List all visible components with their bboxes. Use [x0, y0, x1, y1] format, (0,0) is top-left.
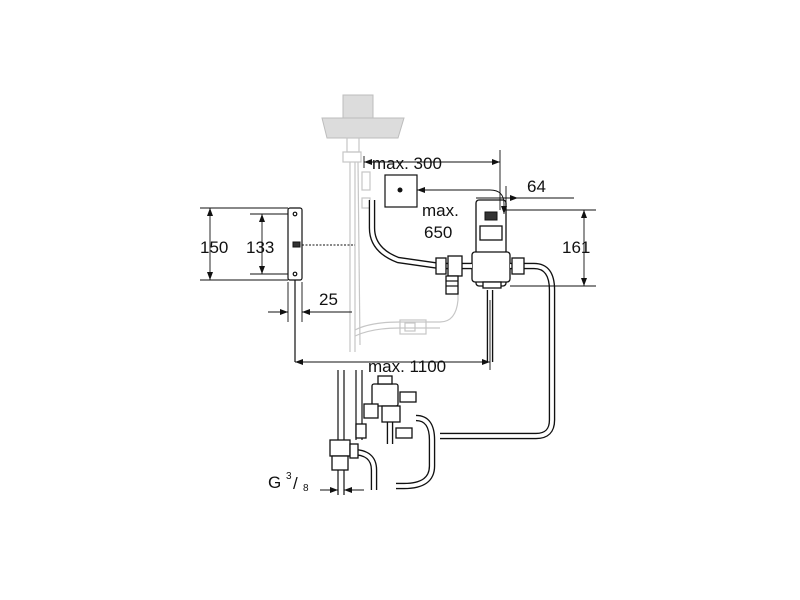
dim-133 [250, 213, 288, 275]
label-133: 133 [246, 238, 274, 257]
label-thread-numerator: 3 [286, 471, 292, 482]
angle-valves [329, 370, 417, 495]
wall-box-panel [287, 207, 355, 362]
label-max-650-line1: max. [422, 201, 459, 220]
basin-ghost [321, 94, 459, 352]
dim-150 [200, 207, 288, 281]
label-max-1100: max. 1100 [368, 357, 446, 376]
label-thread-prefix: G [268, 473, 281, 492]
hose-fittings [435, 255, 525, 295]
dim-max-650 [417, 187, 507, 214]
hose-pipes [351, 200, 556, 490]
sensor-box [384, 174, 418, 208]
label-161: 161 [562, 238, 590, 257]
dim-64 [476, 186, 574, 210]
dim-max-1100 [295, 300, 491, 370]
label-thread-denominator: 8 [303, 483, 309, 494]
control-unit [471, 199, 511, 289]
dim-max-300 [363, 150, 501, 210]
label-max-300: max. 300 [372, 154, 442, 173]
label-max-650-line2: 650 [424, 223, 452, 242]
dim-25 [268, 282, 352, 322]
label-thread-slash: / [293, 474, 298, 493]
label-150: 150 [200, 238, 228, 257]
dim-161 [506, 209, 596, 287]
label-25: 25 [319, 290, 338, 309]
label-64: 64 [527, 177, 546, 196]
dim-g-3-8 [320, 487, 364, 493]
